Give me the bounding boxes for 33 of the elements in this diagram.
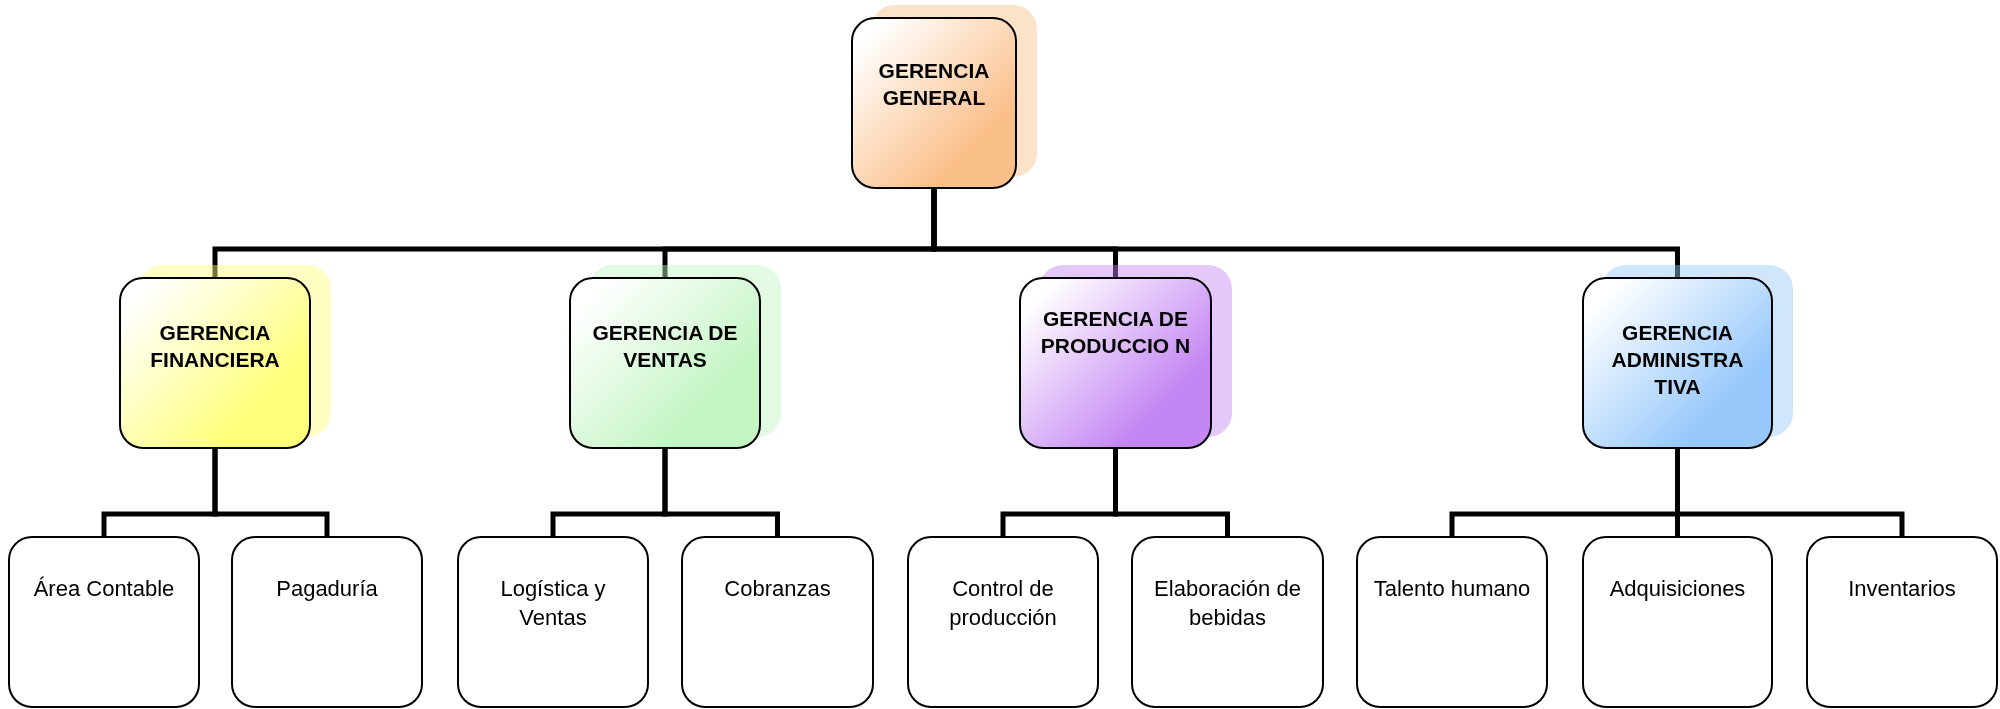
connector-line — [662, 449, 780, 536]
box-label: GERENCIA FINANCIERA — [149, 320, 281, 373]
org-box — [1582, 536, 1773, 708]
org-box — [8, 536, 200, 708]
box-label: Logística y Ventas — [499, 575, 607, 632]
org-box — [119, 277, 311, 449]
box-label: Talento humano — [1373, 575, 1531, 603]
org-box — [851, 17, 1017, 189]
box-label: GERENCIA DE VENTAS — [591, 320, 739, 373]
box-label: Área Contable — [33, 575, 175, 603]
org-box — [681, 536, 874, 708]
org-box — [1582, 277, 1773, 449]
box-label: GERENCIA GENERAL — [877, 58, 991, 111]
connector-line — [1675, 449, 1905, 536]
connector-line — [931, 189, 1680, 277]
org-box — [231, 536, 423, 708]
org-box — [1356, 536, 1548, 708]
org-box — [457, 536, 649, 708]
org-box — [569, 277, 761, 449]
org-box — [907, 536, 1099, 708]
box-label: Control de producción — [948, 575, 1058, 632]
box-label: Pagaduría — [276, 575, 378, 603]
box-label: Inventarios — [1848, 575, 1956, 603]
box-label: Cobranzas — [724, 575, 831, 603]
connector-line — [1113, 449, 1230, 536]
box-label: GERENCIA ADMINISTRA TIVA — [1610, 320, 1745, 400]
box-label: Elaboración de bebidas — [1153, 575, 1302, 632]
org-box — [1131, 536, 1324, 708]
org-box — [1019, 277, 1212, 449]
box-label: Adquisiciones — [1609, 575, 1746, 603]
connector-line — [212, 449, 330, 536]
box-label: GERENCIA DE PRODUCCIO N — [1039, 306, 1192, 359]
org-box — [1806, 536, 1998, 708]
